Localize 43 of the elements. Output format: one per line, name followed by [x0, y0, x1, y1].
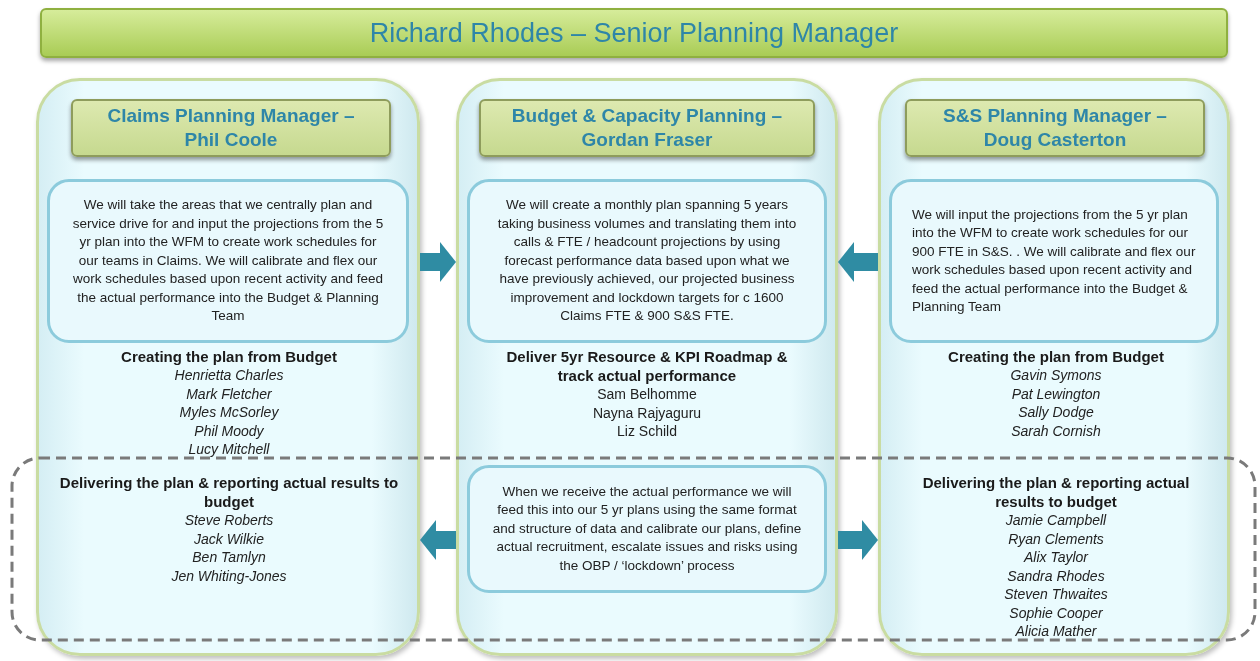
team-member-name: Nayna Rajyaguru — [592, 403, 702, 422]
team-member-name: Lucy Mitchell — [188, 440, 270, 459]
team-member-name: Steve Roberts — [184, 511, 274, 530]
team-member-name: Ben Tamlyn — [192, 548, 266, 567]
block-arrow — [420, 242, 456, 282]
team-member-name: Alix Taylor — [1023, 548, 1089, 567]
team-member-name: Jamie Campbell — [1005, 511, 1107, 530]
team-member-name: Gavin Symons — [1010, 366, 1102, 385]
block-arrow — [420, 520, 456, 560]
description-box: We will take the areas that we centrally plan and service drive for and input the projections from the 5 yr plan into the WFM to create work schedules for our teams in Claims. We will calibrate and flex our work schedules based upon recent activity and feed the actual performance into the Budget & Planning Team — [47, 179, 409, 343]
team-member-name: Steven Thwaites — [1004, 585, 1108, 604]
team-member-name: Sophie Cooper — [1009, 603, 1103, 622]
team-member-name: Henrietta Charles — [174, 366, 284, 385]
team-member-name: Sandra Rhodes — [1007, 566, 1105, 585]
team-column — [36, 78, 420, 656]
team-member-name: Sarah Cornish — [1011, 421, 1101, 440]
team-member-name: Liz Schild — [617, 422, 677, 441]
block-arrow — [838, 242, 878, 282]
team-member-name: Phil Moody — [194, 421, 264, 440]
section-heading: Deliver 5yr Resource & KPI Roadmap & track actual performance — [505, 347, 789, 385]
section-heading: Creating the plan from Budget — [948, 347, 1164, 366]
team-member-name: Alicia Mather — [1015, 622, 1097, 641]
description-box: We will input the projections from the 5 yr plan into the WFM to create work schedules for our 900 FTE in S&S. . We will calibrate and flex our work schedules based upon recent activity and feed the actual performance into the Budget & Planning Team — [889, 179, 1219, 343]
title-banner: Richard Rhodes – Senior Planning Manager — [40, 8, 1228, 58]
team-member-name: Pat Lewington — [1011, 384, 1101, 403]
description-box: We will create a monthly plan spanning 5 years taking business volumes and translating them into calls & FTE / headcount projections by using forecast performance data based upon what we have previously achieved, our projected business improvement and lockdown targets for c 1600 Claims FTE & 900 S&S FTE. — [467, 179, 827, 343]
team-column — [456, 78, 838, 656]
block-arrow — [838, 520, 878, 560]
team-member-name: Sally Dodge — [1018, 403, 1094, 422]
team-member-name: Jen Whiting-Jones — [171, 566, 287, 585]
team-member-name: Sam Belhomme — [597, 385, 697, 404]
description-box: When we receive the actual performance we will feed this into our 5 yr plans using the same format and structure of data and calibrate our plans, define actual recruitment, escalate issues and risks using the OBP / ‘lockdown’ process — [467, 465, 827, 593]
section-heading: Delivering the plan & reporting actual results to budget — [59, 473, 399, 511]
role-header-box: S&S Planning Manager – Doug Casterton — [905, 99, 1205, 157]
role-header-box: Budget & Capacity Planning – Gordan Fraser — [479, 99, 815, 157]
team-member-name: Ryan Clements — [1008, 529, 1104, 548]
team-member-name: Jack Wilkie — [194, 529, 264, 548]
team-column — [878, 78, 1230, 656]
section-heading: Delivering the plan & reporting actual results to budget — [921, 473, 1191, 511]
team-member-name: Mark Fletcher — [186, 384, 272, 403]
role-header-box: Claims Planning Manager – Phil Coole — [71, 99, 391, 157]
section-heading: Creating the plan from Budget — [121, 347, 337, 366]
team-member-name: Myles McSorley — [179, 403, 279, 422]
